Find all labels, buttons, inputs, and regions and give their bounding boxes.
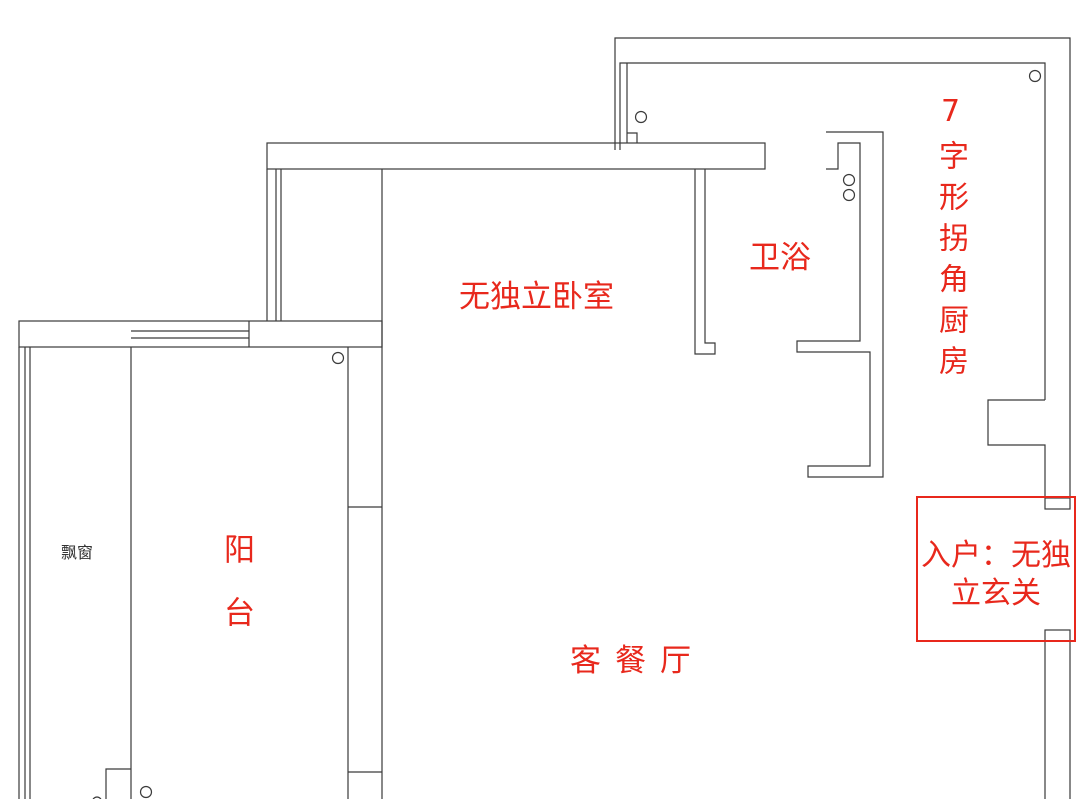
label-bathroom: 卫浴 <box>749 240 811 276</box>
pipe-icon <box>331 351 345 365</box>
kitchen-walls <box>614 37 1071 799</box>
label-entry: 入户：无独立玄关 <box>921 538 1071 611</box>
label-living-dining: 客餐厅 <box>570 643 705 679</box>
bedroom-walls <box>266 142 766 799</box>
label-bay-window: 飘窗 <box>61 543 94 562</box>
pipe-icon <box>842 173 856 187</box>
bathroom-walls <box>796 131 884 478</box>
pipe-icon <box>634 110 648 124</box>
entry-highlight-box <box>916 496 1076 642</box>
pipe-icon <box>1028 69 1042 83</box>
label-bedroom: 无独立卧室 <box>459 279 614 315</box>
balcony-walls <box>18 320 383 799</box>
label-kitchen: 7字形拐角厨房 <box>933 94 968 386</box>
pipe-icon <box>139 785 153 799</box>
pipe-icon <box>842 188 856 202</box>
label-balcony: 阳台 <box>218 533 254 659</box>
fixtures <box>139 69 1042 799</box>
